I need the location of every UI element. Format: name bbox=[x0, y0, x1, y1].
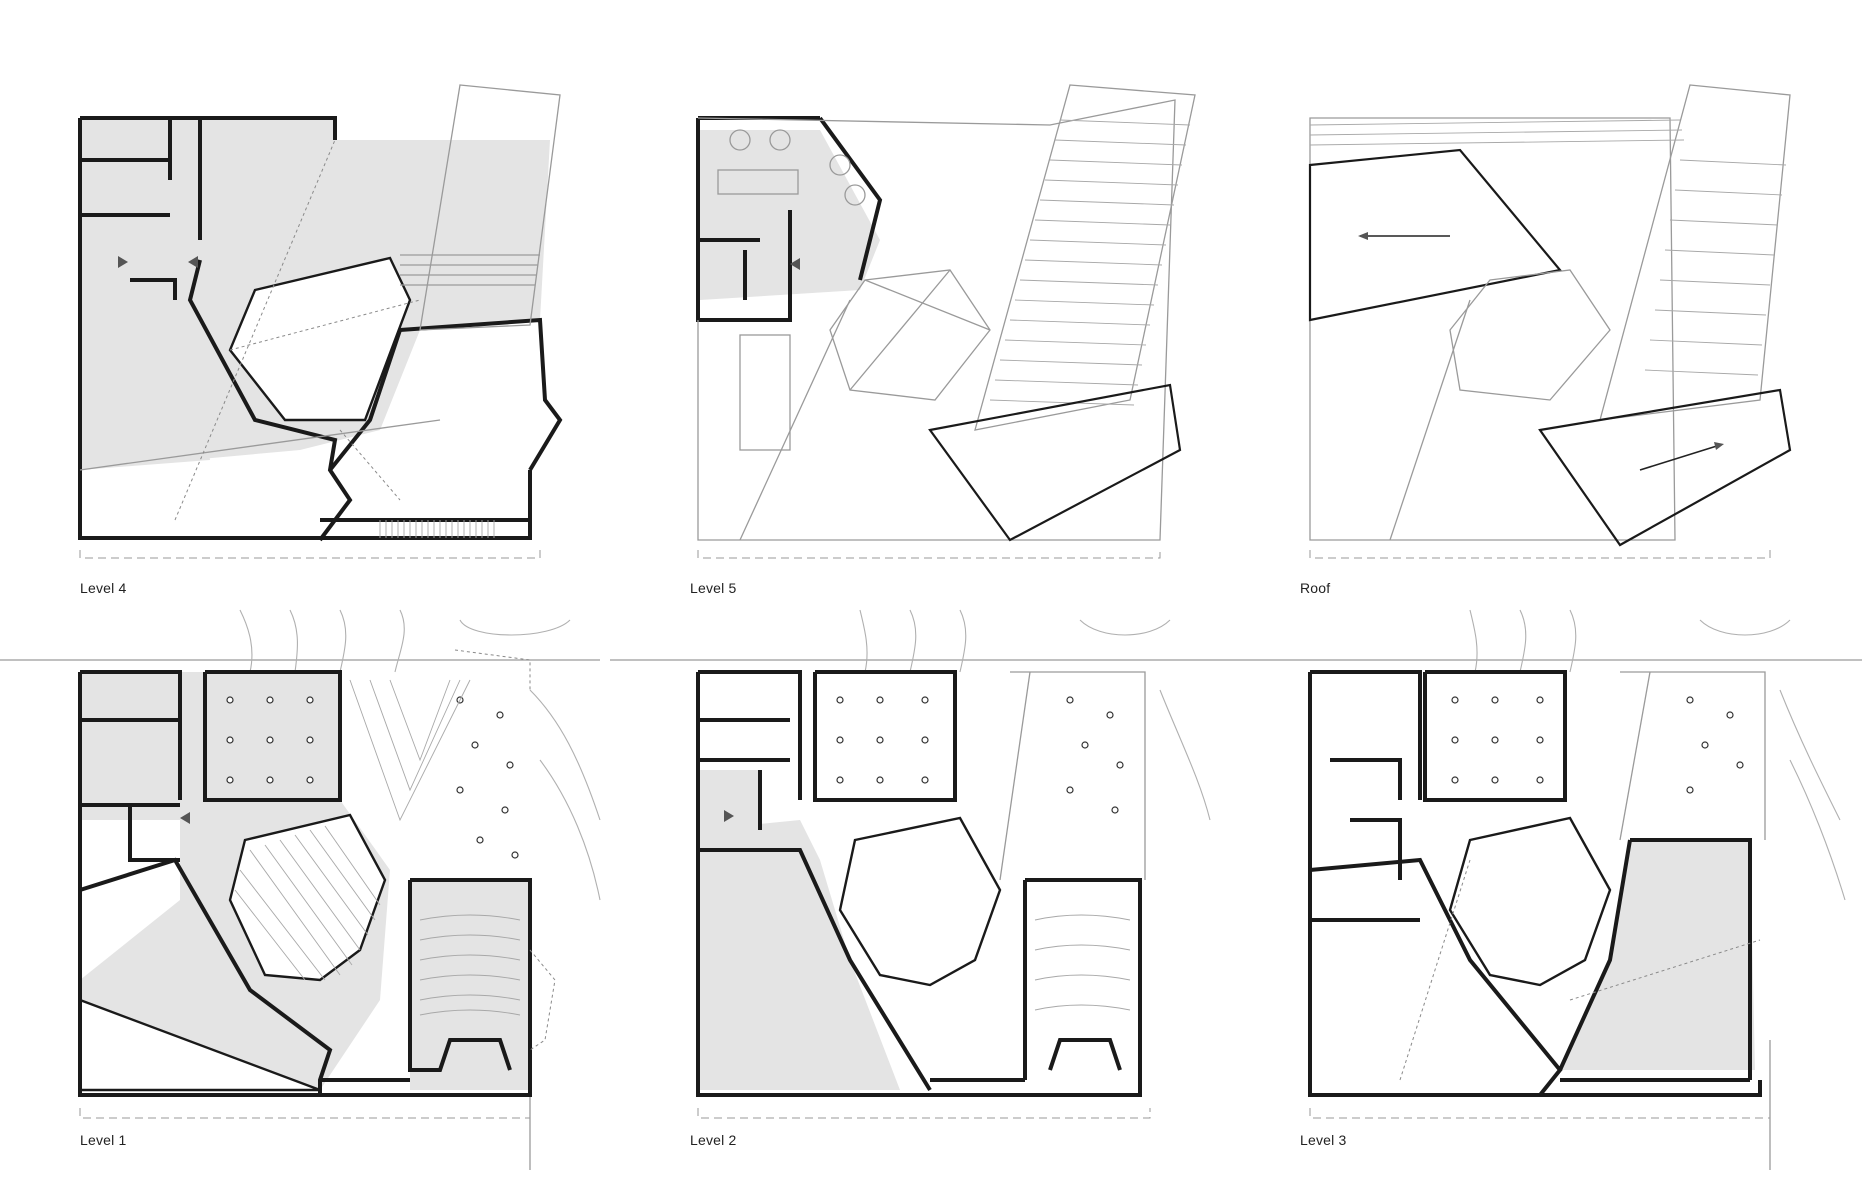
column-grid bbox=[226, 696, 519, 859]
plan-label-level-1: Level 1 bbox=[80, 1132, 127, 1148]
plan-label-level-3: Level 3 bbox=[1300, 1132, 1347, 1148]
column-grid bbox=[836, 696, 1124, 814]
plan-label-level-4: Level 4 bbox=[80, 580, 127, 596]
plan-level-2 bbox=[610, 609, 1220, 1119]
column-grid bbox=[1451, 696, 1744, 794]
plan-level-3 bbox=[1220, 609, 1862, 1170]
plan-level-1 bbox=[0, 609, 601, 1170]
plan-level-5 bbox=[696, 84, 1196, 559]
plan-roof bbox=[1308, 84, 1792, 559]
plan-label-roof: Roof bbox=[1300, 580, 1331, 596]
plan-label-level-5: Level 5 bbox=[690, 580, 737, 596]
plan-label-level-2: Level 2 bbox=[690, 1132, 737, 1148]
plan-level-4 bbox=[78, 84, 563, 559]
